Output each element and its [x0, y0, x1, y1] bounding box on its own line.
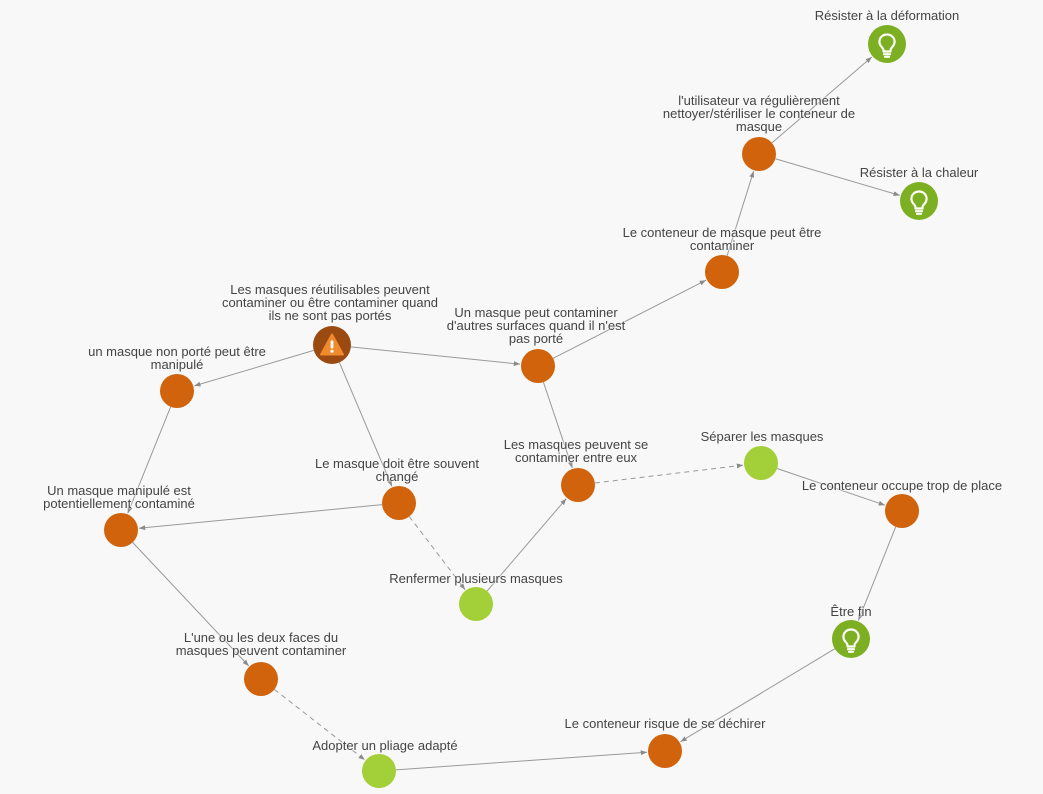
edge-etre-fin-to-conteneur-dechirer — [680, 648, 835, 743]
node-renfermer-masques[interactable] — [459, 587, 493, 621]
edge-masque-change-to-renfermer-masques — [408, 516, 466, 590]
node-masque-manipule[interactable] — [104, 513, 138, 547]
node-label-etre-fin: Être fin — [830, 604, 872, 619]
edge-conteneur-contaminer-to-utilisateur-nettoyer — [726, 171, 755, 256]
node-masques-entre-eux[interactable] — [561, 468, 595, 502]
edge-masques-reutilisables-to-masque-non-porte — [194, 349, 314, 387]
edge-masques-reutilisables-to-masque-contaminer-surfaces — [350, 346, 521, 366]
node-label-separer-masques: Séparer les masques — [700, 429, 824, 444]
node-label-masque-manipule: Un masque manipulé est potentiellement c… — [43, 483, 195, 511]
edge-utilisateur-nettoyer-to-resister-deformation — [771, 56, 873, 144]
node-separer-masques[interactable] — [744, 446, 778, 480]
node-label-masque-non-porte: un masque non porté peut être manipulé — [88, 344, 266, 372]
edge-masque-contaminer-surfaces-to-conteneur-contaminer — [552, 279, 707, 359]
node-label-renfermer-masques: Renfermer plusieurs masques — [389, 571, 563, 586]
node-conteneur-place[interactable] — [885, 494, 919, 528]
edge-masque-non-porte-to-masque-manipule — [127, 406, 172, 514]
node-label-masques-entre-eux: Les masques peuvent se contaminer entre … — [503, 437, 649, 465]
edge-masque-change-to-masque-manipule — [138, 504, 383, 531]
node-masques-reutilisables[interactable] — [313, 326, 351, 364]
node-conteneur-dechirer[interactable] — [648, 734, 682, 768]
node-label-pliage-adapte: Adopter un pliage adapté — [312, 738, 458, 753]
node-masque-non-porte[interactable] — [160, 374, 194, 408]
node-label-conteneur-dechirer: Le conteneur risque de se déchirer — [564, 716, 766, 731]
node-label-masque-change: Le masque doit être souvent changé — [314, 456, 480, 484]
node-pliage-adapte[interactable] — [362, 754, 396, 788]
edge-masques-entre-eux-to-separer-masques — [594, 463, 744, 484]
node-conteneur-contaminer[interactable] — [705, 255, 739, 289]
edge-conteneur-place-to-etre-fin — [857, 526, 897, 621]
edge-separer-masques-to-conteneur-place — [776, 468, 886, 506]
node-masque-contaminer-surfaces[interactable] — [521, 349, 555, 383]
node-label-masques-reutilisables: Les masques réutilisables peuvent contam… — [221, 282, 439, 323]
node-label-resister-chaleur: Résister à la chaleur — [859, 165, 979, 180]
node-label-conteneur-contaminer: Le conteneur de masque peut être contami… — [622, 225, 822, 253]
node-etre-fin[interactable] — [832, 620, 870, 658]
edge-faces-contaminer-to-pliage-adapte — [274, 689, 366, 761]
node-resister-deformation[interactable] — [868, 25, 906, 63]
edge-pliage-adapte-to-conteneur-dechirer — [395, 750, 648, 771]
edge-renfermer-masques-to-masques-entre-eux — [486, 498, 567, 592]
node-label-resister-deformation: Résister à la déformation — [814, 8, 960, 23]
edge-masques-reutilisables-to-masque-change — [338, 362, 393, 487]
edge-masque-manipule-to-faces-contaminer — [132, 542, 250, 667]
node-masque-change[interactable] — [382, 486, 416, 520]
node-label-utilisateur-nettoyer: l'utilisateur va régulièrement nettoyer/… — [662, 93, 856, 134]
node-resister-chaleur[interactable] — [900, 182, 938, 220]
node-utilisateur-nettoyer[interactable] — [742, 137, 776, 171]
node-label-faces-contaminer: L'une ou les deux faces du masques peuve… — [175, 630, 347, 658]
node-label-conteneur-place: Le conteneur occupe trop de place — [801, 478, 1003, 493]
edge-masque-contaminer-surfaces-to-masques-entre-eux — [542, 381, 573, 469]
node-label-masque-contaminer-surfaces: Un masque peut contaminer d'autres surfa… — [446, 305, 626, 346]
edge-utilisateur-nettoyer-to-resister-chaleur — [775, 158, 900, 196]
node-faces-contaminer[interactable] — [244, 662, 278, 696]
